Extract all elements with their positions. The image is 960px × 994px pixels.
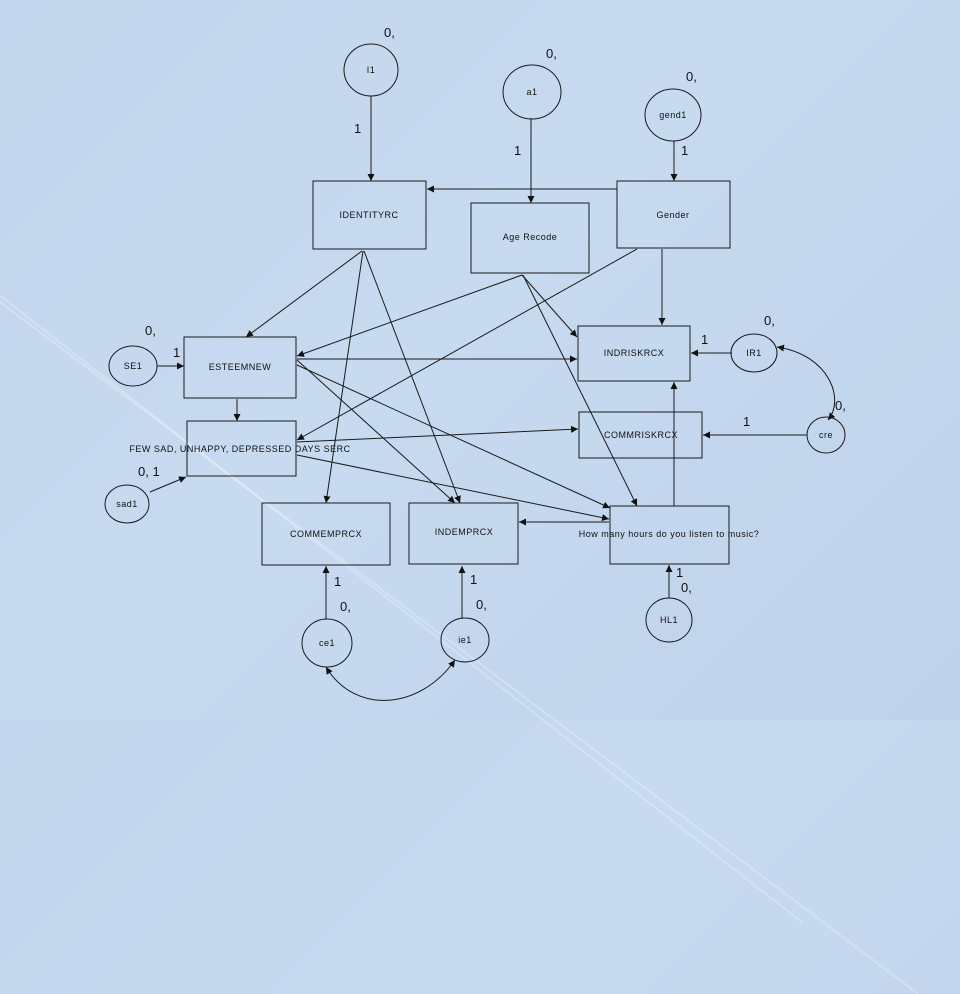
edge-age-esteem xyxy=(296,274,523,357)
circle-gend1 xyxy=(644,88,702,142)
circle-label-ie1: ie1 xyxy=(458,635,472,645)
circle-label-ce1: ce1 xyxy=(319,638,335,648)
variance-cre: 0, xyxy=(835,398,846,413)
variance-ir1: 0, xyxy=(764,313,775,328)
circle-hl1 xyxy=(645,597,693,643)
covariance-ce1-ie1 xyxy=(325,659,456,701)
variance-i1: 0, xyxy=(384,25,395,40)
path-diagram: IDENTITYRC Age Recode Gender ESTEEMNEW F… xyxy=(104,25,846,701)
circle-label-sad1: sad1 xyxy=(116,499,138,509)
box-label-age-recode: Age Recode xyxy=(503,232,558,242)
variance-ce1: 0, xyxy=(340,599,351,614)
box-indemprcx xyxy=(408,502,519,565)
edge-identityrc-commemp xyxy=(323,250,364,504)
circle-ir1 xyxy=(730,333,778,373)
box-label-music-hours: How many hours do you listen to music? xyxy=(579,529,760,539)
box-label-indemprcx: INDEMPRCX xyxy=(435,527,494,537)
edges xyxy=(149,96,836,701)
path-coef-a1: 1 xyxy=(514,143,521,158)
circle-sad1 xyxy=(104,484,150,524)
box-fewsad xyxy=(186,420,297,477)
edge-identityrc-indemp xyxy=(363,250,461,504)
observed-variables: IDENTITYRC Age Recode Gender ESTEEMNEW F… xyxy=(129,180,760,566)
variance-hl1: 0, xyxy=(681,580,692,595)
edge-fewsad-commrisk xyxy=(296,425,579,443)
box-music-hours xyxy=(609,505,730,565)
edge-fewsad-hours xyxy=(296,454,610,522)
box-commriskrcx xyxy=(578,411,703,459)
box-identityrc xyxy=(312,180,427,250)
box-label-fewsad: FEW SAD, UNHAPPY, DEPRESSED DAYS SERC xyxy=(129,444,350,454)
circle-a1 xyxy=(502,64,562,120)
box-label-identityrc: IDENTITYRC xyxy=(340,210,399,220)
circle-label-gend1: gend1 xyxy=(659,110,687,120)
box-age-recode xyxy=(470,202,590,274)
circle-i1 xyxy=(343,43,399,97)
circle-label-i1: I1 xyxy=(367,65,376,75)
circle-label-a1: a1 xyxy=(526,87,537,97)
error-terms: I1 0, 1 a1 0, 1 gend1 0, 1 SE1 0, 1 sad1… xyxy=(104,25,846,668)
edge-age-indrisk xyxy=(521,274,578,338)
path-coef-ir1: 1 xyxy=(701,332,708,347)
circle-ce1 xyxy=(301,618,353,668)
variance-se1: 0, xyxy=(145,323,156,338)
circle-label-hl1: HL1 xyxy=(660,615,678,625)
path-coef-ie1: 1 xyxy=(470,572,477,587)
edge-gender-fewsad xyxy=(296,248,638,441)
circle-ie1 xyxy=(440,617,490,663)
covariance-ir1-cre xyxy=(776,344,836,421)
box-commemprcx xyxy=(261,502,391,566)
variance-gend1: 0, xyxy=(686,69,697,84)
edge-age-hours xyxy=(522,274,638,507)
box-esteemnew xyxy=(183,336,297,399)
box-label-esteemnew: ESTEEMNEW xyxy=(209,362,272,372)
edge-sad1-fewsad xyxy=(149,476,187,493)
edge-esteem-hours xyxy=(296,364,611,509)
circle-label-cre: cre xyxy=(819,430,833,440)
edge-identityrc-esteem xyxy=(245,250,363,338)
path-coef-hl1: 1 xyxy=(676,565,683,580)
path-coef-i1: 1 xyxy=(354,121,361,136)
circle-label-se1: SE1 xyxy=(124,361,143,371)
path-coef-cre: 1 xyxy=(743,414,750,429)
box-label-indriskrcx: INDRISKRCX xyxy=(604,348,665,358)
path-coef-ce1: 1 xyxy=(334,574,341,589)
box-label-commriskrcx: COMMRISKRCX xyxy=(604,430,678,440)
circle-se1 xyxy=(108,345,158,387)
variance-ie1: 0, xyxy=(476,597,487,612)
path-coef-gend1: 1 xyxy=(681,143,688,158)
circle-cre xyxy=(806,416,846,454)
variance-sad1: 0, 1 xyxy=(138,464,160,479)
box-gender xyxy=(616,180,731,249)
circle-label-ir1: IR1 xyxy=(746,348,762,358)
box-label-gender: Gender xyxy=(656,210,689,220)
edge-esteem-indemp xyxy=(296,359,456,504)
path-coef-se1: 1 xyxy=(173,345,180,360)
variance-a1: 0, xyxy=(546,46,557,61)
box-label-commemprcx: COMMEMPRCX xyxy=(290,529,362,539)
box-indriskrcx xyxy=(577,325,691,382)
